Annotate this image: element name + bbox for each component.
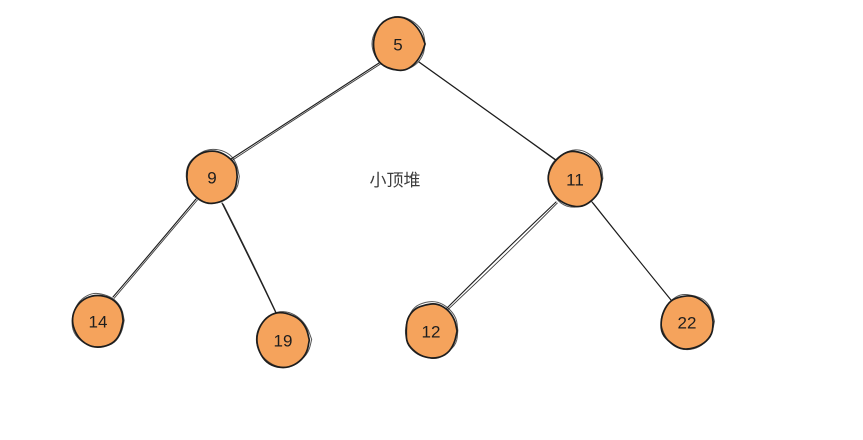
- node-circle-sketch-outline: [404, 301, 459, 360]
- diagram-caption: 小顶堆: [370, 171, 421, 191]
- tree-node[interactable]: 19: [255, 311, 313, 369]
- tree-node[interactable]: 11: [547, 149, 604, 208]
- tree-node[interactable]: 14: [71, 292, 125, 349]
- tree-edge: [112, 198, 198, 299]
- edge-stroke-secondary: [592, 202, 673, 302]
- nodes-layer: 5 9 11 14 19 12 22: [71, 16, 715, 369]
- node-circle[interactable]: [372, 16, 426, 72]
- tree-edge: [221, 202, 278, 315]
- node-circle-sketch-outline: [371, 16, 426, 71]
- tree-edge: [591, 201, 673, 302]
- tree-edge: [418, 61, 558, 162]
- edge-stroke-secondary: [231, 63, 381, 161]
- node-circle[interactable]: [71, 294, 124, 349]
- edges-layer: [112, 61, 673, 315]
- edge-stroke-primary: [112, 198, 197, 298]
- node-circle-sketch-outline: [71, 292, 125, 348]
- node-circle-sketch-outline: [185, 148, 240, 204]
- node-circle-sketch-outline: [660, 294, 715, 351]
- tree-node[interactable]: 9: [185, 148, 240, 205]
- edge-stroke-primary: [230, 62, 380, 160]
- tree-edge: [446, 201, 558, 310]
- edge-stroke-primary: [446, 201, 557, 309]
- edge-stroke-primary: [221, 202, 277, 314]
- edge-stroke-secondary: [447, 202, 558, 310]
- tree-node[interactable]: 12: [404, 301, 459, 360]
- node-circle-sketch-outline: [547, 149, 604, 208]
- edge-stroke-secondary: [113, 199, 198, 299]
- tree-edge: [230, 62, 381, 161]
- edge-stroke-secondary: [222, 203, 278, 315]
- tree-node[interactable]: 22: [660, 294, 715, 351]
- tree-node[interactable]: 5: [371, 16, 426, 72]
- edge-stroke-secondary: [419, 62, 558, 162]
- node-circle-sketch-outline: [255, 311, 313, 368]
